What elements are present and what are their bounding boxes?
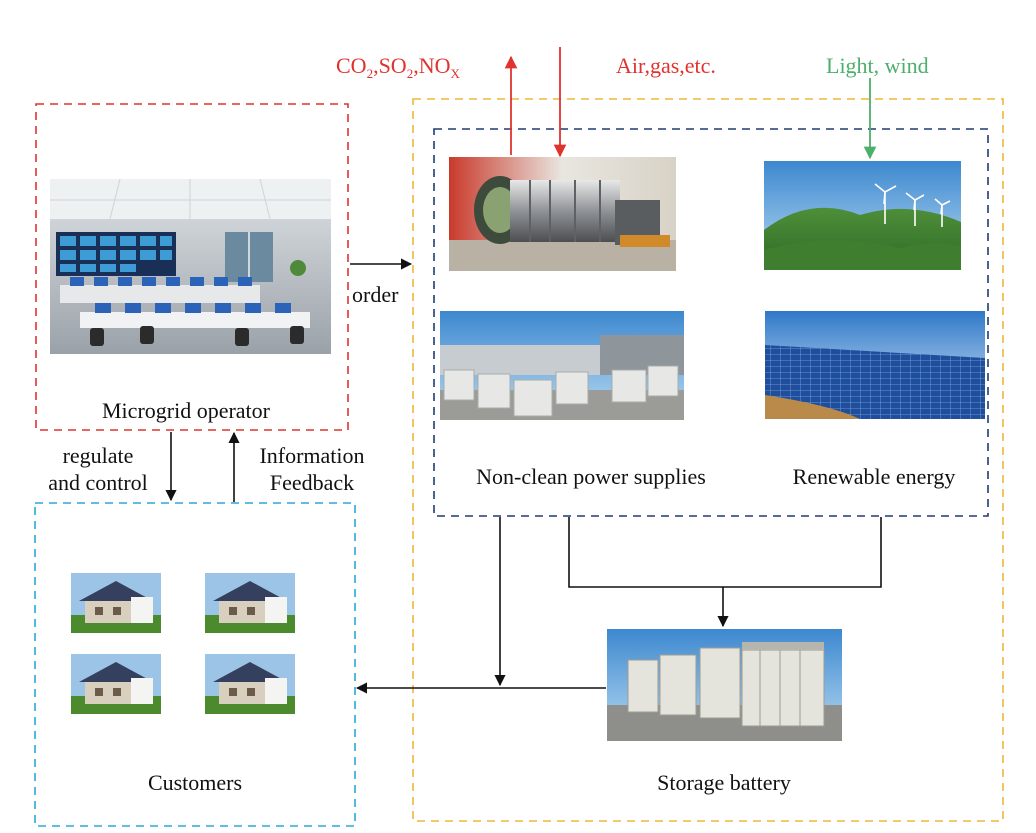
inputs-label: Air,gas,etc.	[616, 53, 716, 78]
regulate-label-line2: and control	[48, 470, 148, 495]
control-room-photo	[50, 178, 331, 354]
renewable-label: Renewable energy	[793, 464, 956, 489]
customers-label: Customers	[148, 770, 242, 795]
emissions-label: CO2,SO2,NOX	[336, 53, 460, 81]
feedback-label-line2: Feedback	[270, 470, 354, 495]
solar-house-photo	[205, 654, 295, 714]
operator-box	[35, 103, 349, 431]
customers-box	[34, 502, 356, 827]
solar-house-photo	[205, 573, 295, 633]
power-supplies-box	[433, 128, 989, 517]
renewable-inputs-label: Light, wind	[826, 53, 929, 78]
storage-label: Storage battery	[657, 770, 791, 795]
generator-units-photo	[440, 311, 684, 420]
gas-turbine-photo	[449, 157, 676, 271]
solar-house-photo	[71, 573, 161, 633]
solar-panel-photo	[765, 311, 985, 419]
regulate-label: regulate	[63, 443, 134, 468]
order-label: order	[352, 282, 399, 307]
solar-house-photo	[71, 654, 161, 714]
generation-box	[412, 98, 1004, 822]
battery-container-photo	[607, 629, 842, 741]
operator-label: Microgrid operator	[102, 398, 271, 423]
supply-to-storage-connector	[568, 517, 882, 628]
wind-turbine-photo	[764, 161, 961, 270]
feedback-label: Information	[259, 443, 364, 468]
non-clean-label: Non-clean power supplies	[476, 464, 706, 489]
